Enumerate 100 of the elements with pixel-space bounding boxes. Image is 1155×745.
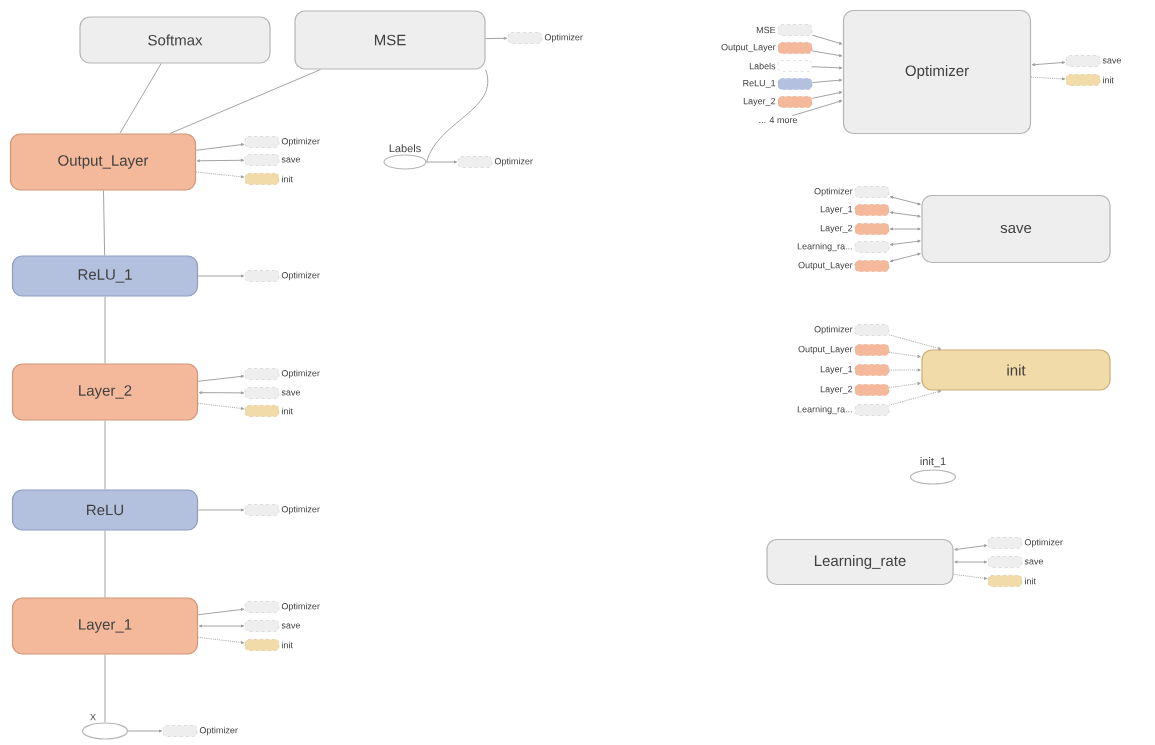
node-label: Labels	[389, 144, 421, 153]
arrow	[888, 382, 921, 389]
connector	[104, 530, 106, 598]
connection-stub: save	[1065, 55, 1122, 67]
connector	[104, 420, 106, 490]
arrow	[1030, 76, 1066, 81]
arrow	[888, 368, 921, 372]
arrow	[889, 227, 921, 231]
arrow	[791, 100, 843, 117]
node-label: Output_Layer	[721, 43, 776, 53]
node-label: Layer_1	[820, 365, 853, 375]
arrow	[811, 34, 843, 45]
op-box: Output_Layer	[9, 133, 197, 191]
op-box: MSE	[294, 10, 486, 70]
connection-stub: Layer_2	[743, 96, 813, 108]
connection-stub: Learning_ra...	[797, 404, 890, 416]
connection-stub: Optimizer	[987, 537, 1063, 549]
arrow	[889, 195, 921, 206]
connection-stub: Output_Layer	[798, 344, 890, 356]
op-box: save	[921, 194, 1111, 264]
connection-stub: Optimizer	[457, 156, 533, 168]
node-label: Output_Layer	[798, 261, 853, 271]
connection-stub: Optimizer	[244, 601, 320, 613]
arrow	[811, 78, 843, 83]
node-label: Layer_2	[820, 385, 853, 395]
node-label: Layer_1	[820, 205, 853, 215]
connection-stub: Optimizer	[244, 368, 320, 380]
node-label: init	[1103, 76, 1114, 84]
node-label: Optimizer	[281, 505, 320, 515]
node-label: Optimizer	[494, 157, 533, 167]
connection-stub: save	[244, 387, 300, 399]
connection-stub: save	[244, 154, 300, 166]
connector	[103, 190, 106, 256]
node-label: MSE	[756, 26, 776, 34]
arrow	[954, 544, 988, 551]
arrow	[197, 374, 245, 382]
node-label: init	[282, 407, 293, 415]
op-box: ReLU	[11, 489, 199, 531]
node-label: Optimizer	[544, 33, 583, 43]
arrow	[197, 636, 245, 644]
connector	[104, 296, 106, 364]
arrow	[889, 239, 921, 246]
node-label: Output_Layer	[798, 345, 853, 355]
connection-stub: Labels	[749, 60, 813, 72]
arrow	[811, 91, 843, 99]
connection-stub: ReLU_1	[743, 78, 813, 90]
node-label: save	[281, 390, 301, 396]
op-box: ReLU_1	[11, 255, 199, 297]
node-label: Optimizer	[814, 325, 853, 335]
arrow	[888, 334, 942, 350]
node-label: Layer_2	[743, 97, 776, 107]
arrow	[889, 211, 921, 218]
connection-stub: Optimizer	[244, 136, 320, 148]
arrow	[197, 608, 245, 616]
node-label: init	[1025, 577, 1036, 585]
arrow	[197, 402, 245, 410]
node-label: init	[282, 175, 293, 183]
connector	[119, 63, 162, 134]
arrow	[889, 252, 921, 263]
node-label: init	[282, 641, 293, 649]
node-label: Optimizer	[281, 369, 320, 379]
op-box: Layer_2	[11, 363, 199, 421]
arrow	[196, 158, 245, 163]
arrow	[953, 573, 988, 580]
connection-stub: init	[244, 405, 293, 417]
connection-stub: Optimizer	[814, 186, 890, 198]
op-box: init	[921, 349, 1111, 391]
node-label: Learning_ra...	[797, 242, 852, 252]
connection-stub: init	[987, 575, 1036, 587]
node-label: Optimizer	[199, 726, 238, 736]
connection-stub: Layer_2	[820, 223, 890, 235]
connector	[169, 69, 321, 134]
node-label: Labels	[749, 62, 776, 70]
arrow	[197, 274, 245, 278]
arrow	[485, 36, 508, 40]
op-box: Learning_rate	[766, 538, 954, 586]
node-label: Optimizer	[281, 137, 320, 147]
connection-stub: save	[987, 556, 1044, 568]
node-label: save	[1024, 559, 1044, 565]
connection-stub: Optimizer	[507, 32, 583, 44]
node-label: Optimizer	[281, 602, 320, 612]
connection-stub: MSE	[756, 24, 813, 36]
node-label: Optimizer	[281, 271, 320, 281]
arrow	[195, 143, 245, 151]
connection-stub: save	[244, 620, 300, 632]
node-label: Layer_2	[820, 224, 853, 234]
arrow	[1031, 61, 1066, 67]
arrow	[811, 66, 843, 70]
node-label: Learning_ra...	[797, 405, 852, 415]
connection-stub: Optimizer	[162, 725, 238, 737]
node-label: ReLU_1	[743, 80, 776, 88]
connector	[104, 654, 106, 723]
arrow	[127, 729, 163, 733]
node-label: Optimizer	[1024, 538, 1063, 548]
node-label: X	[90, 714, 96, 721]
arrow	[197, 508, 245, 512]
connection-stub: Optimizer	[244, 270, 320, 282]
node-label: Optimizer	[814, 187, 853, 197]
node-label: init_1	[920, 457, 946, 468]
connection-stub: Optimizer	[244, 504, 320, 516]
